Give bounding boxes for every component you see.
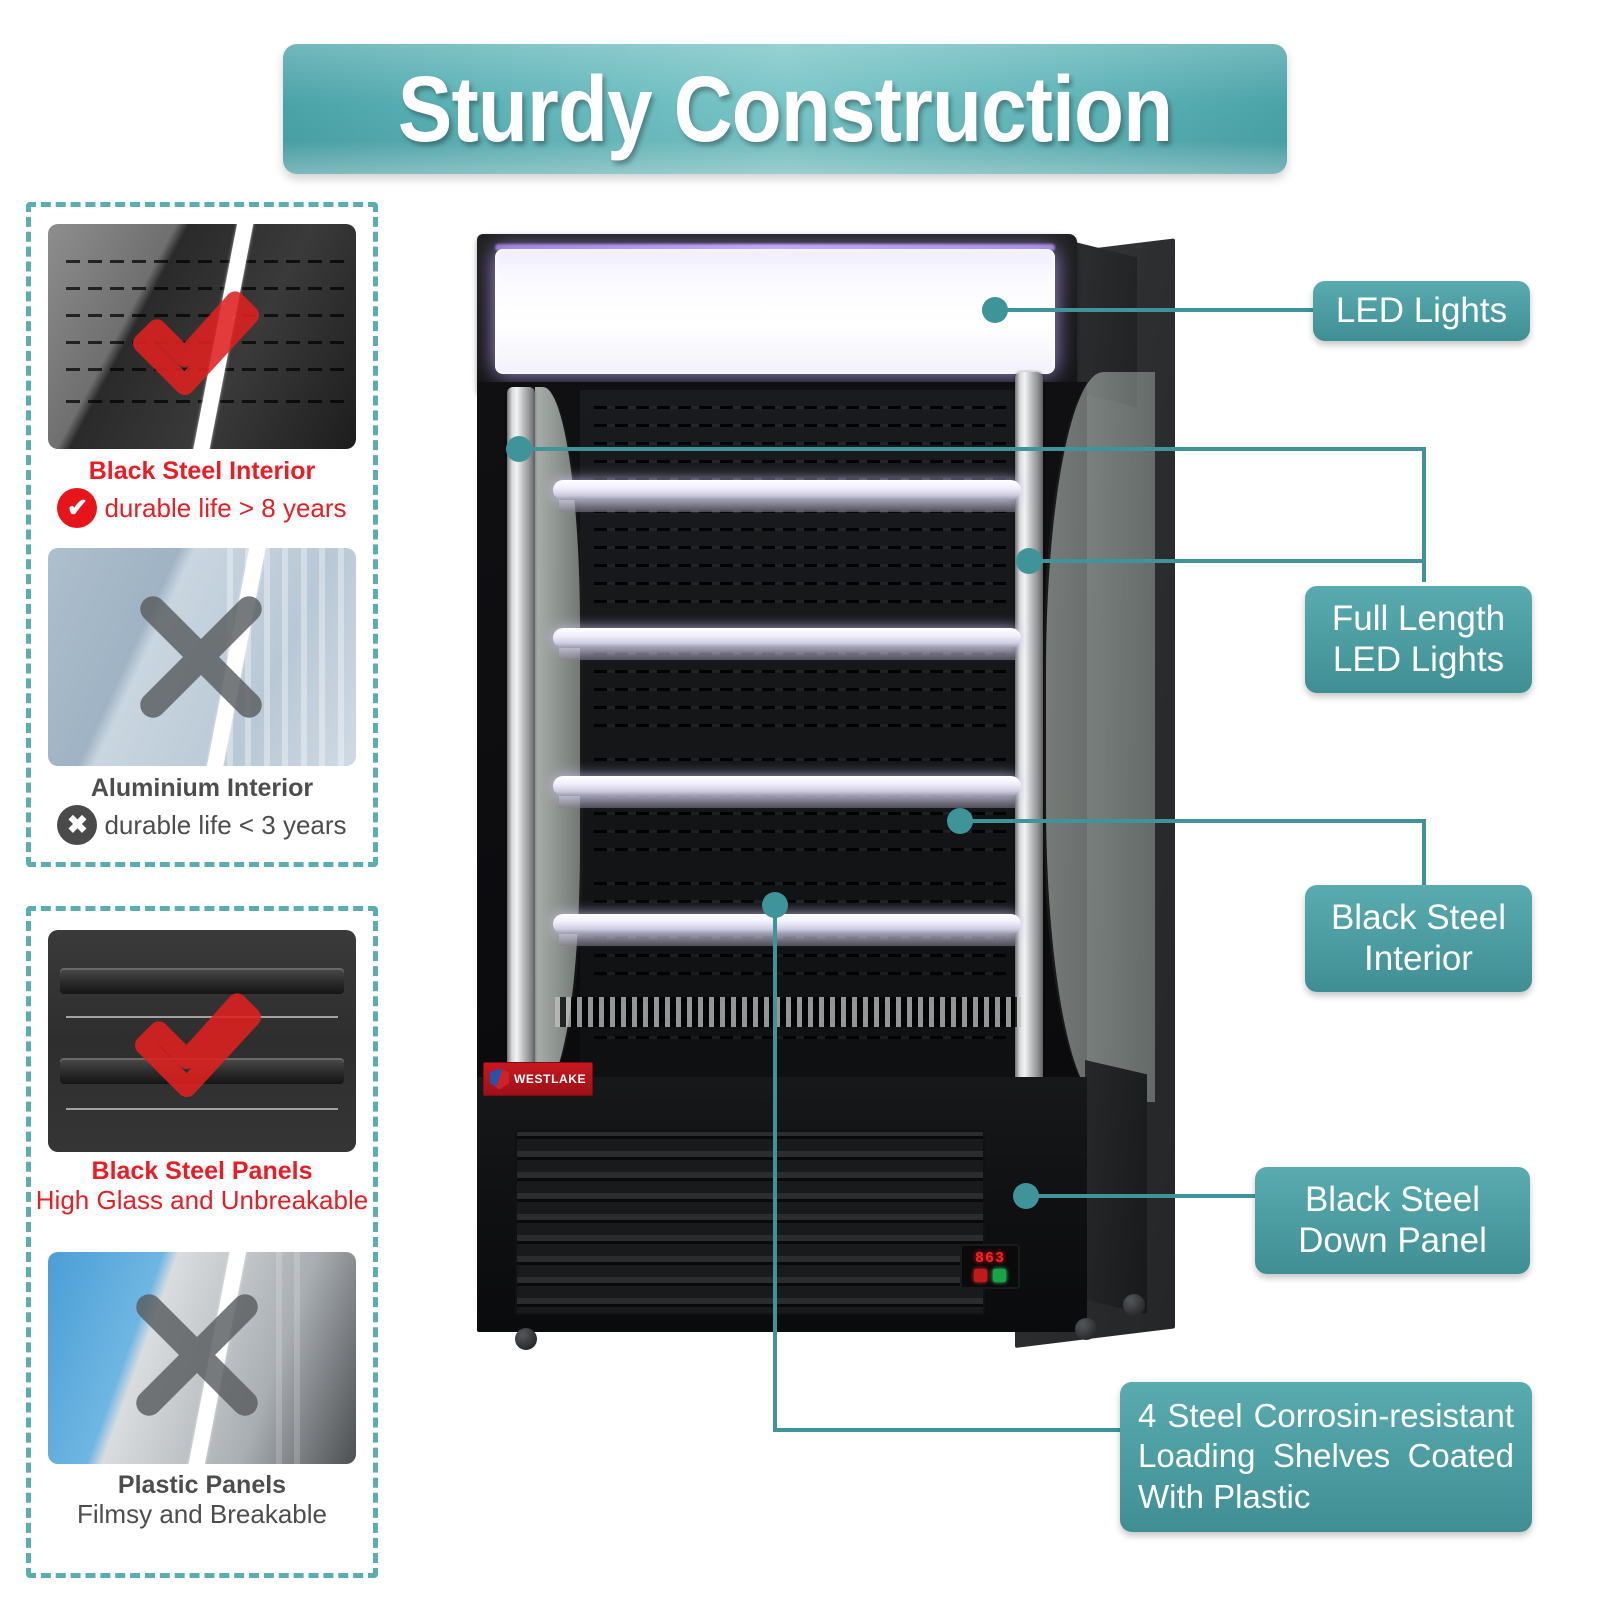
callout-line-black-steel-interior-drop bbox=[1422, 819, 1426, 885]
shelf-deck bbox=[559, 932, 1015, 946]
callout-line-led-lights bbox=[995, 308, 1315, 312]
callout-black-steel-interior-line1: Black Steel bbox=[1330, 897, 1507, 937]
steel-panel-highlight bbox=[66, 1016, 338, 1018]
right-aluminium-post bbox=[1015, 372, 1043, 1092]
aluminium-interior-caption: Aluminium Interior ✖ durable life < 3 ye… bbox=[26, 774, 378, 846]
callout-black-steel-interior[interactable]: Black Steel Interior bbox=[1305, 885, 1532, 992]
callout-full-length-led-lights-line1: Full Length bbox=[1331, 598, 1506, 638]
brand-logo-badge: WESTLAKE bbox=[483, 1062, 593, 1096]
callout-black-steel-down-panel-line1: Black Steel bbox=[1304, 1179, 1481, 1219]
plastic-panels-caption: Plastic Panels Filmsy and Breakable bbox=[26, 1472, 378, 1529]
callout-line-loading-shelves-drop bbox=[773, 903, 777, 1432]
grey-cross-overlay-icon bbox=[140, 596, 262, 718]
black-steel-interior-subtitle: durable life > 8 years bbox=[104, 492, 347, 523]
caster-wheel bbox=[1075, 1318, 1097, 1340]
callout-led-lights-label: LED Lights bbox=[1335, 290, 1508, 330]
callout-black-steel-down-panel-line2: Down Panel bbox=[1298, 1220, 1487, 1260]
red-check-overlay-icon bbox=[133, 291, 259, 395]
black-steel-panels-subtitle: High Glass and Unbreakable bbox=[35, 1185, 369, 1216]
shelf-deck bbox=[559, 794, 1015, 808]
left-aluminium-post bbox=[507, 387, 535, 1087]
led-light-panel bbox=[495, 249, 1055, 374]
callout-line-full-length-led-join bbox=[1422, 447, 1426, 582]
caster-wheel bbox=[1123, 1294, 1145, 1316]
shelf-led-tube-3 bbox=[553, 776, 1021, 796]
black-steel-interior-photo bbox=[48, 224, 356, 449]
steel-panel-groove bbox=[60, 968, 344, 994]
black-steel-interior-caption: Black Steel Interior ✔ durable life > 8 … bbox=[26, 457, 378, 529]
base-side bbox=[1085, 1060, 1147, 1315]
black-steel-panels-photo bbox=[48, 930, 356, 1152]
product-photo-open-display-merchandiser: 863 WESTLAKE bbox=[455, 222, 1175, 1382]
westlake-shield-icon bbox=[490, 1068, 509, 1090]
grey-cross-overlay-icon bbox=[136, 1294, 258, 1416]
callout-loading-shelves[interactable]: 4 Steel Corrosin-resistant Loading Shelv… bbox=[1120, 1382, 1532, 1532]
caster-wheel bbox=[515, 1328, 537, 1350]
callout-black-steel-interior-line2: Interior bbox=[1364, 938, 1473, 978]
shelf-deck bbox=[559, 646, 1015, 660]
shelf-deck bbox=[559, 498, 1015, 512]
check-badge-icon: ✔ bbox=[57, 488, 98, 529]
red-check-overlay-icon bbox=[135, 993, 261, 1097]
callout-full-length-led-lights-line2: LED Lights bbox=[1332, 639, 1505, 679]
black-steel-interior-title: Black Steel Interior bbox=[88, 457, 316, 485]
controller-display: 863 bbox=[974, 1250, 1005, 1267]
shelf-led-tube-2 bbox=[553, 628, 1021, 648]
page-title-banner: Sturdy Construction bbox=[283, 44, 1287, 174]
callout-loading-shelves-label: 4 Steel Corrosin-resistant Loading Shelv… bbox=[1138, 1397, 1514, 1515]
bottom-air-grille bbox=[555, 997, 1021, 1027]
plastic-panels-subtitle: Filmsy and Breakable bbox=[77, 1499, 327, 1530]
temperature-controller[interactable]: 863 bbox=[960, 1244, 1020, 1289]
callout-black-steel-down-panel[interactable]: Black Steel Down Panel bbox=[1255, 1167, 1530, 1274]
shelf-led-tube-4 bbox=[553, 914, 1021, 934]
black-steel-panels-title: Black Steel Panels bbox=[91, 1157, 313, 1185]
controller-button-red[interactable] bbox=[974, 1269, 987, 1282]
callout-line-loading-shelves bbox=[773, 1428, 1125, 1432]
callout-line-black-steel-interior bbox=[960, 819, 1426, 823]
page-title: Sturdy Construction bbox=[397, 56, 1173, 161]
callout-led-lights[interactable]: LED Lights bbox=[1313, 281, 1530, 341]
canopy-led-glow bbox=[495, 244, 1055, 251]
aluminium-interior-photo bbox=[48, 548, 356, 766]
black-steel-panels-caption: Black Steel Panels High Glass and Unbrea… bbox=[26, 1158, 378, 1215]
callout-full-length-led-lights[interactable]: Full Length LED Lights bbox=[1305, 586, 1532, 693]
steel-panel-highlight bbox=[66, 1108, 338, 1110]
brand-name: WESTLAKE bbox=[514, 1072, 587, 1086]
controller-button-green[interactable] bbox=[993, 1269, 1006, 1282]
right-glass-side-panel bbox=[1043, 372, 1155, 1102]
aluminium-interior-title: Aluminium Interior bbox=[90, 774, 314, 802]
condenser-louver-vent bbox=[515, 1130, 985, 1315]
plastic-panels-title: Plastic Panels bbox=[117, 1471, 287, 1499]
callout-line-full-length-led-lower bbox=[1029, 559, 1426, 563]
aluminium-interior-subtitle: durable life < 3 years bbox=[104, 809, 347, 840]
shelf-led-tube-1 bbox=[553, 480, 1021, 500]
callout-line-full-length-led-upper bbox=[519, 447, 1426, 451]
plastic-panels-photo bbox=[48, 1252, 356, 1464]
callout-line-black-steel-down-panel bbox=[1026, 1194, 1258, 1198]
cross-badge-icon: ✖ bbox=[57, 805, 98, 846]
plastic-panel-edges bbox=[48, 1252, 356, 1464]
